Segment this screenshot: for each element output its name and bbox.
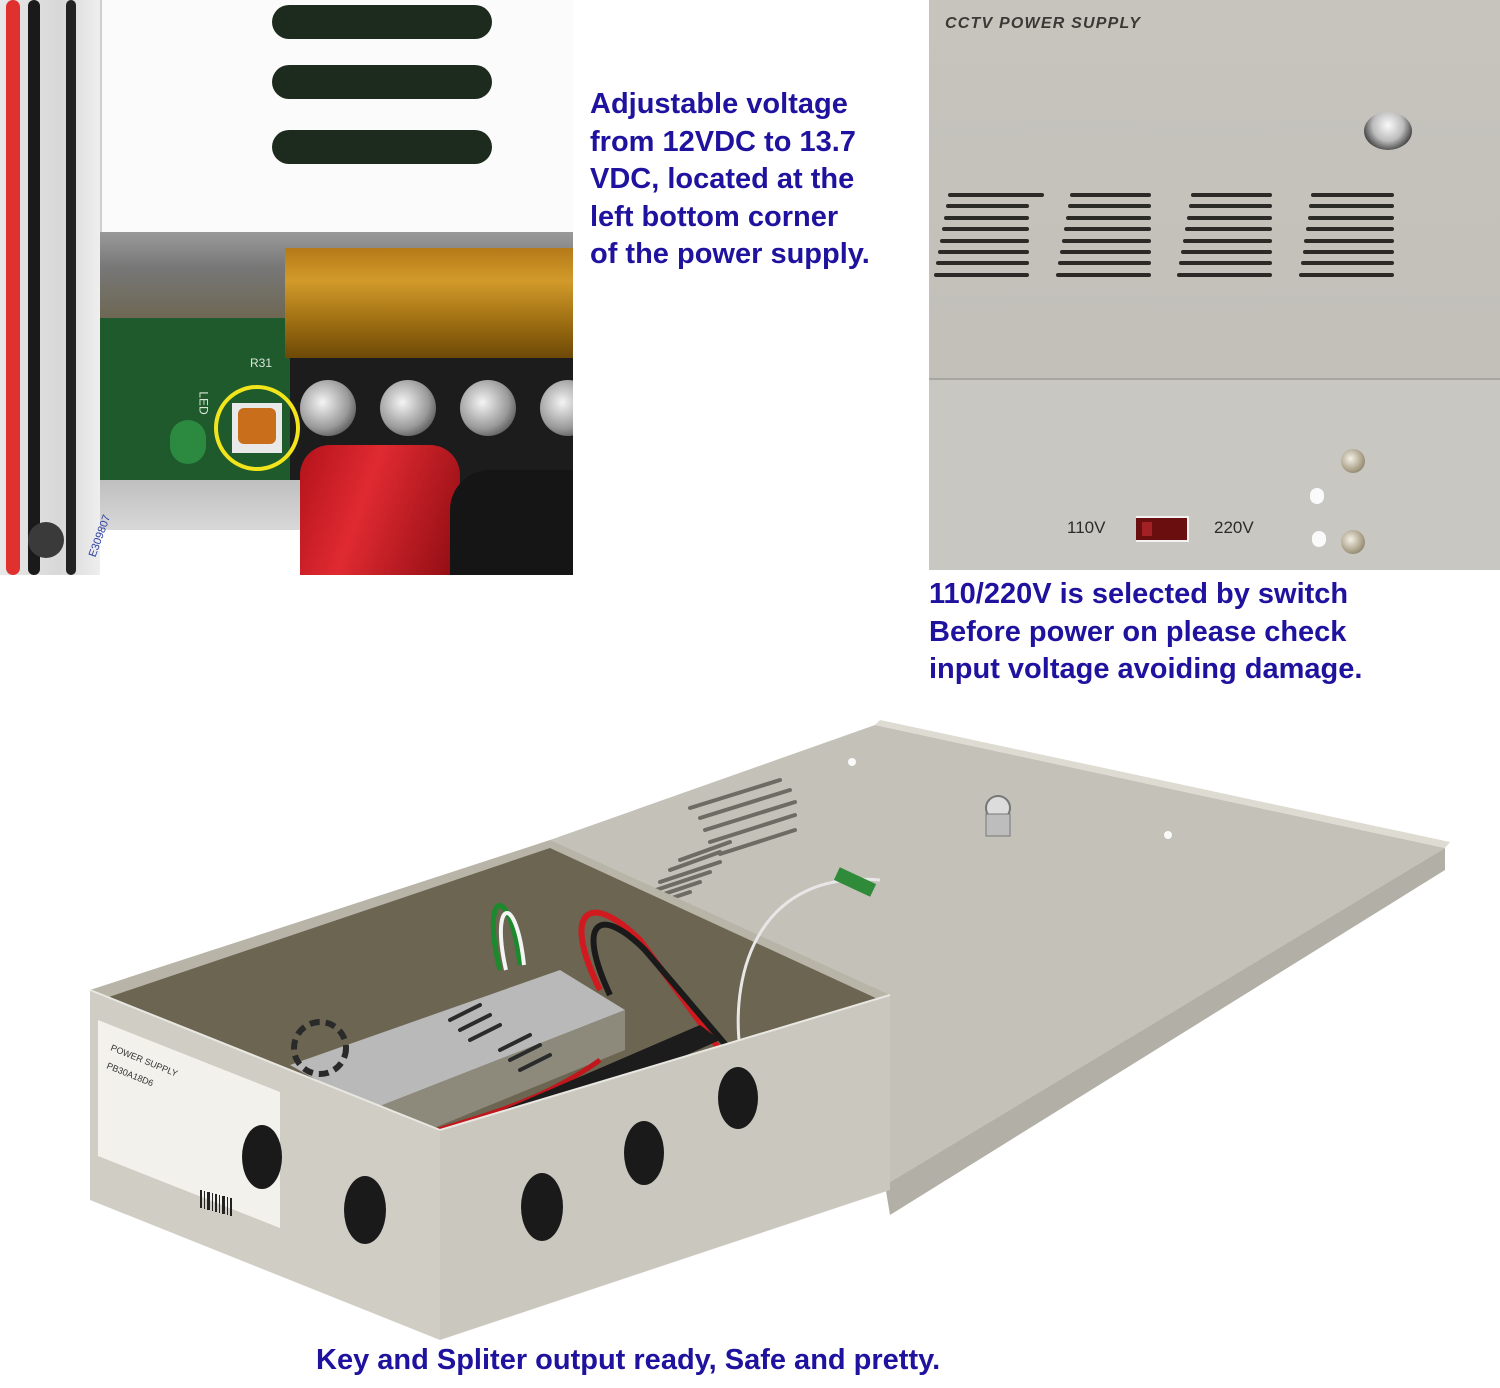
- vent-slot: [272, 65, 492, 99]
- caption-switch-note: 110/220V is selected by switch Before po…: [929, 578, 1363, 685]
- led-label: LED: [196, 391, 211, 415]
- resistor-label: R31: [250, 356, 273, 370]
- terminal-screw: [300, 380, 356, 436]
- front-panel-photo: CCTV POWER SUPPLY 110V 220V: [929, 0, 1500, 570]
- pcb-closeup-photo: R31 LED E309807: [0, 0, 573, 575]
- red-cables: [300, 445, 460, 575]
- psu-cover: [100, 0, 573, 240]
- highlight-circle: [214, 385, 300, 471]
- switch-label-110v: 110V: [1067, 518, 1106, 537]
- red-wire: [6, 0, 20, 575]
- vent-slot: [272, 5, 492, 39]
- screw-icon: [1341, 530, 1365, 554]
- mount-hole: [28, 522, 64, 558]
- screw-icon: [1341, 449, 1365, 473]
- enclosure-photo: POWER SUPPLY PB30A18D6: [80, 720, 1460, 1340]
- panel-seam: [929, 378, 1500, 380]
- caption-voltage-adjust: Adjustable voltage from 12VDC to 13.7 VD…: [590, 88, 870, 270]
- pcb-bottom-edge: [100, 480, 300, 530]
- black-wire: [28, 0, 40, 575]
- vent-group: [1299, 193, 1394, 284]
- vent-group: [1056, 193, 1151, 284]
- caption-key-splitter: Key and Spliter output ready, Safe and p…: [316, 1344, 941, 1376]
- indicator-hole: [1310, 488, 1324, 504]
- terminal-cover: [285, 248, 573, 358]
- black-cables: [450, 470, 573, 575]
- vent-group: [1177, 193, 1272, 284]
- terminal-screw: [380, 380, 436, 436]
- black-wire: [66, 0, 76, 575]
- voltage-selector-switch[interactable]: [1136, 516, 1189, 542]
- key-lock-icon: [1364, 112, 1412, 150]
- led-indicator: [170, 420, 206, 464]
- vent-slot: [272, 130, 492, 164]
- panel-title: CCTV POWER SUPPLY: [945, 15, 1142, 32]
- indicator-hole: [1312, 531, 1326, 547]
- enclosure-illustration: POWER SUPPLY PB30A18D6: [89, 720, 1450, 1340]
- switch-label-220v: 220V: [1214, 518, 1254, 537]
- terminal-screw: [460, 380, 516, 436]
- vent-group: [934, 193, 1044, 284]
- panel-lower: [929, 380, 1500, 570]
